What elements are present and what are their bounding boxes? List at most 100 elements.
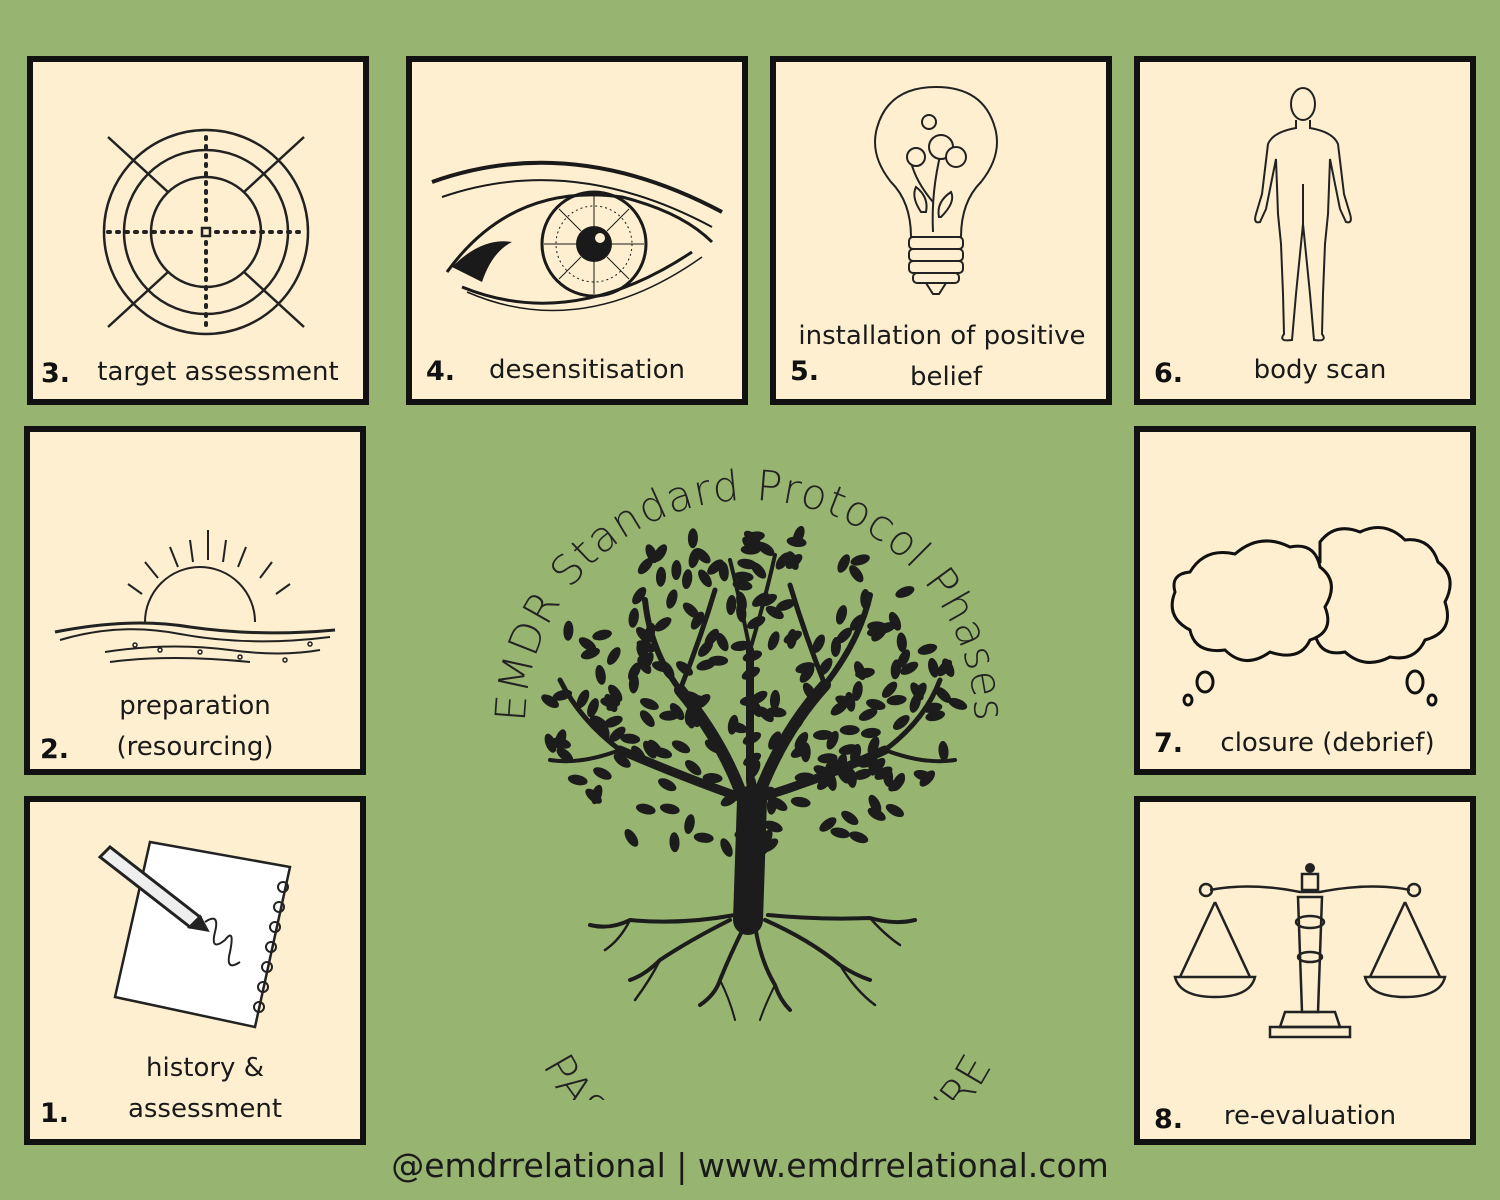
tree-leaf	[593, 767, 612, 780]
tree-leaf	[669, 703, 685, 721]
tree-leaf	[849, 565, 864, 583]
tree-leaf	[613, 753, 631, 768]
phase-card-3: 3. target assessment	[27, 56, 369, 405]
eye-icon	[431, 160, 723, 312]
phase-card-4: 4. desensitisation	[406, 56, 748, 405]
tree-leaf	[580, 647, 600, 660]
tree-leaf	[696, 659, 716, 671]
tree-leaf	[888, 611, 902, 631]
tree-leaf	[813, 729, 833, 741]
tree-leaf	[830, 827, 851, 839]
tree-leaf	[866, 699, 886, 710]
tree-leaf	[639, 697, 659, 711]
tree-leaf	[749, 690, 768, 705]
tree-leaf	[652, 747, 673, 759]
lightbulb-flower-icon	[874, 85, 998, 295]
tree-leaf	[852, 768, 873, 780]
tree-leaf	[909, 693, 921, 713]
tree-leaf	[936, 659, 953, 677]
tree-leaf	[883, 766, 894, 787]
tree-leaf	[900, 661, 919, 675]
tree-leaf	[925, 710, 946, 722]
tree-leaf	[867, 807, 886, 821]
tree-leaf	[783, 630, 802, 644]
tree-leaf	[690, 611, 705, 630]
tree-leaf	[687, 528, 698, 549]
tree-leaf	[595, 665, 606, 685]
tree-leaf	[603, 715, 623, 728]
tree-leaf	[792, 525, 805, 545]
sunrise-icon	[54, 530, 336, 663]
tree-leaf	[786, 551, 799, 571]
tree-leaf	[682, 569, 693, 590]
tree-leaf	[790, 744, 809, 758]
phase-label: assessment	[127, 1094, 283, 1124]
tree-leaf	[578, 637, 597, 652]
tree-leaf	[835, 605, 848, 625]
tree-leaf	[938, 741, 949, 761]
tree-leaf	[636, 803, 656, 815]
tree-leaf	[886, 694, 907, 706]
tree-leaf	[839, 725, 860, 736]
tree-leaf	[768, 731, 782, 750]
tree-leaf	[655, 566, 667, 587]
tree-leaf	[727, 714, 739, 735]
tree-leaf	[637, 557, 653, 575]
tree-leaf	[852, 681, 863, 701]
phase-label: target assessment	[97, 357, 339, 387]
phase-label: closure (debrief)	[1220, 728, 1435, 758]
phase-label: belief	[909, 362, 983, 392]
tree-leaf	[576, 689, 590, 709]
tree-leaf	[850, 554, 870, 566]
tree-leaf	[826, 730, 839, 750]
tree-leaf	[620, 733, 641, 744]
notepad-pen-icon	[97, 840, 292, 1029]
tree-leaf	[763, 820, 783, 833]
tree-leaf	[666, 589, 678, 609]
tree-leaf	[682, 602, 699, 619]
phase-number: 1.	[40, 1098, 70, 1129]
tree-leaf	[556, 747, 574, 763]
tree-leaf	[769, 689, 781, 710]
tree-leaf	[919, 770, 936, 787]
tree-leaf	[819, 817, 837, 832]
tree-leaf	[685, 760, 702, 776]
phase-card-1: history & 1. assessment	[24, 796, 366, 1145]
diagram-subtitle: PAST - PRESENT -FUTURE	[534, 1045, 1002, 1100]
tree-leaf	[881, 681, 898, 698]
tree-leaf	[658, 778, 677, 792]
tree-leaf	[836, 627, 853, 644]
tree-leaf	[733, 571, 754, 582]
website-link[interactable]: www.emdrrelational.com	[697, 1146, 1109, 1185]
phase-card-5: installation of positive 5. belief	[770, 56, 1112, 405]
phase-number: 7.	[1154, 728, 1184, 759]
tree-leaf	[841, 810, 859, 826]
tree-leaf	[928, 657, 939, 678]
tree-icon	[541, 525, 968, 1021]
tree-leaf	[684, 814, 695, 834]
phase-card-2: preparation 2. (resourcing)	[24, 426, 366, 775]
tree-leaf	[775, 552, 790, 570]
tree-leaf	[698, 569, 712, 588]
tree-leaf	[643, 740, 657, 759]
phase-label: preparation	[119, 691, 271, 721]
phase-number: 5.	[790, 356, 820, 387]
tree-leaf	[730, 640, 751, 652]
tree-leaf	[607, 647, 621, 665]
phase-label: (resourcing)	[116, 732, 274, 762]
tree-leaf	[718, 561, 729, 582]
tree-leaf	[897, 649, 911, 668]
tree-leaf	[767, 631, 780, 651]
tree-leaf	[659, 710, 680, 721]
tree-leaf	[541, 694, 559, 708]
phase-number: 6.	[1154, 358, 1184, 389]
tree-leaf	[812, 634, 825, 653]
tree-leaf	[726, 595, 737, 615]
tree-leaf	[585, 788, 602, 804]
tree-leaf	[608, 684, 623, 702]
tree-leaf	[757, 706, 774, 723]
phase-card-6: 6. body scan	[1134, 56, 1476, 405]
tree-leaf	[844, 691, 856, 712]
tree-leaf	[720, 838, 733, 857]
tree-leaf	[743, 530, 761, 546]
